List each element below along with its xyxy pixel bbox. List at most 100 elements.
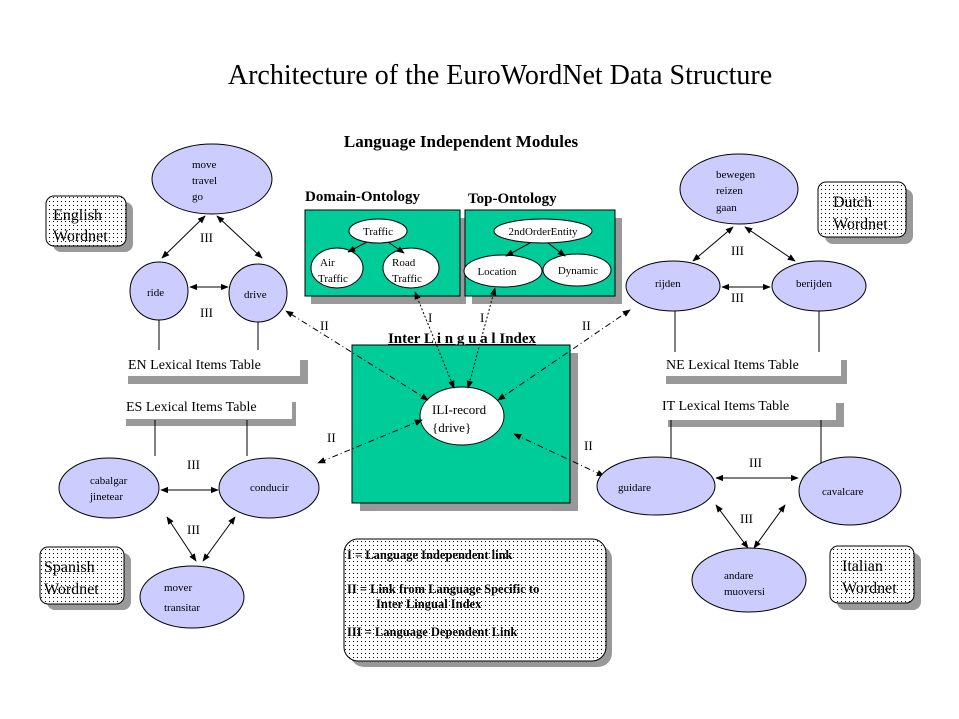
spanish-label-box	[39, 546, 125, 605]
ne-table-box	[660, 352, 841, 376]
link-i-road-traffic	[414, 291, 455, 389]
node-conducir	[218, 457, 320, 519]
node-road-traffic-label: Traffic	[392, 273, 422, 285]
label-iii-en-2: III	[200, 305, 213, 320]
node-2ndorderentity-label: 2ndOrderEntity	[508, 226, 578, 238]
edge-bewegen-rijden	[692, 226, 734, 262]
edge-move-ride	[161, 215, 206, 259]
edge-traffic-road	[387, 241, 405, 254]
domain-ontology-heading: Domain-Ontology	[305, 189, 421, 205]
node-drive-label: drive	[244, 289, 267, 301]
edge-2nd-dynamic	[547, 242, 566, 257]
link-ii-guidare	[513, 433, 605, 477]
diagram-title: Architecture of the EuroWordNet Data Str…	[228, 60, 772, 91]
dutch-label-box	[817, 181, 907, 238]
label-i-2: I	[480, 310, 484, 325]
english-label-box	[45, 195, 127, 247]
link-i-location	[466, 287, 497, 389]
node-move-label: move	[192, 159, 217, 171]
label-ii-en: II	[320, 318, 329, 333]
edge-guidare-andare	[715, 504, 749, 549]
node-location	[463, 254, 543, 288]
node-muoversi-label: muoversi	[724, 586, 765, 598]
legend-line-iii: III = Language Dependent Link	[347, 625, 517, 639]
edge-cavalcare-andare	[753, 504, 786, 549]
node-traffic-label: Traffic	[363, 226, 393, 238]
legend-line-ii-cont: Inter Lingual Index	[376, 597, 482, 611]
edge-traffic-air	[347, 241, 368, 253]
node-ili-record	[419, 386, 505, 446]
node-cavalcare	[798, 456, 902, 526]
node-cabalgar-jinetear	[58, 457, 160, 519]
label-i-1: I	[428, 310, 432, 325]
edge-2nd-location	[505, 242, 531, 257]
node-conducir-label: conducir	[250, 482, 289, 494]
en-table-box	[122, 352, 300, 376]
edge-conducir-mover	[202, 516, 236, 562]
it-lexical-items-table: IT Lexical Items Table	[662, 399, 789, 414]
node-transitar-label: transitar	[164, 602, 200, 614]
link-ii-rijden	[497, 309, 631, 401]
label-iii-it-2: III	[740, 511, 753, 526]
spanish-label-line2: Wordnet	[44, 581, 99, 598]
edge-move-drive	[216, 215, 263, 259]
lang-independent-heading: Language Independent Modules	[344, 132, 579, 151]
node-andare-muoversi	[691, 547, 807, 613]
ili-record-label: ILI-record	[432, 402, 487, 417]
node-jinetear-label: jinetear	[89, 491, 123, 503]
node-reizen-label: reizen	[716, 185, 743, 197]
label-ii-es: II	[327, 430, 336, 445]
legend-line-i: I = Language Independent link	[347, 548, 513, 562]
node-cabalgar-label: cabalgar	[90, 475, 128, 487]
spanish-label-line1: Spanish	[44, 559, 95, 576]
label-iii-en-1: III	[200, 230, 213, 245]
italian-label-box	[829, 545, 915, 604]
node-ride-label: ride	[147, 287, 164, 299]
label-ii-it: II	[584, 438, 593, 453]
node-rijden	[625, 260, 721, 312]
edge-cabalgar-mover	[166, 516, 197, 562]
node-rijden-label: rijden	[655, 278, 681, 290]
node-air-traffic-label: Traffic	[318, 273, 348, 285]
node-mover-label: mover	[164, 582, 192, 594]
node-location-label: Location	[477, 266, 517, 278]
label-iii-ne-1: III	[731, 243, 744, 258]
node-air-label: Air	[320, 257, 335, 269]
node-move-travel-go	[151, 143, 273, 215]
label-iii-es-1: III	[187, 457, 200, 472]
node-andare-label: andare	[724, 570, 753, 582]
dutch-label-line1: Dutch	[833, 194, 872, 211]
node-road-label: Road	[392, 257, 416, 269]
dutch-label-line2: Wordnet	[833, 216, 888, 233]
node-road-traffic	[382, 247, 440, 289]
node-2ndorderentity	[493, 218, 593, 244]
node-gaan-label: gaan	[716, 202, 737, 214]
node-guidare-label: guidare	[618, 482, 651, 494]
node-berijden-label: berijden	[796, 278, 833, 290]
label-iii-it-1: III	[749, 455, 762, 470]
english-label-line2: Wordnet	[53, 228, 108, 245]
ili-record-value: {drive}	[432, 420, 471, 435]
node-mover-transitar	[139, 565, 245, 629]
label-ii-ne: II	[582, 318, 591, 333]
node-air-traffic	[310, 247, 364, 289]
italian-label-line2: Wordnet	[842, 580, 897, 597]
english-label-line1: English	[53, 207, 102, 224]
label-iii-ne-2: III	[731, 290, 744, 305]
node-traffic	[348, 218, 408, 244]
node-guidare	[596, 456, 716, 516]
node-bewegen-reizen-gaan	[679, 153, 799, 225]
en-lexical-items-table: EN Lexical Items Table	[128, 358, 261, 373]
es-table-box	[122, 395, 292, 419]
link-ii-conducir	[317, 419, 423, 464]
legend-box	[343, 538, 607, 662]
italian-label-line1: Italian	[842, 558, 883, 575]
node-bewegen-label: bewegen	[716, 169, 756, 181]
node-dynamic	[542, 253, 612, 287]
ne-lexical-items-table: NE Lexical Items Table	[666, 358, 799, 373]
edge-bewegen-berijden	[744, 226, 796, 262]
node-travel-label: travel	[192, 175, 217, 187]
node-go-label: go	[192, 191, 204, 203]
link-ii-drive	[285, 310, 429, 401]
